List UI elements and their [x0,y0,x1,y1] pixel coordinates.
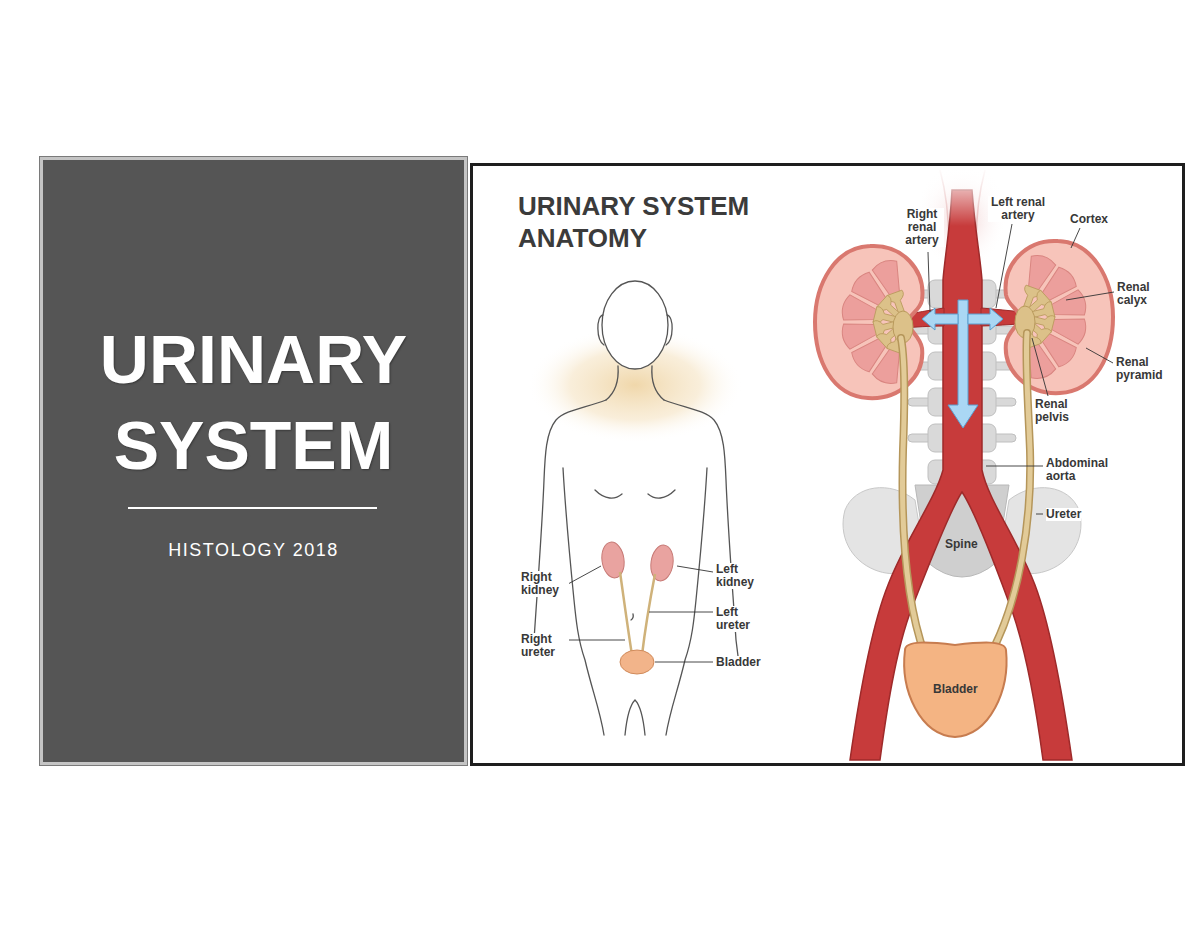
body-figure [625,700,645,735]
anatomy-figure [815,160,1114,760]
part-label: Left renal artery [988,196,1048,222]
leader-line [986,466,1043,467]
ureter [901,338,925,655]
title-panel: URINARY SYSTEM HISTOLOGY 2018 [40,157,467,765]
leader-line [567,566,713,662]
leader-line [655,662,713,663]
part-label: Right kidney [521,571,569,597]
part-label: Ureter [1046,508,1081,521]
body-figure [620,572,632,655]
part-label: Spine [945,538,978,551]
part-label: Renal pyramid [1116,356,1166,382]
ureter [990,333,1030,655]
body-figure [598,315,604,345]
part-label: Bladder [716,656,761,669]
part-label: Bladder [933,683,978,696]
divider-rule [128,507,377,509]
figure-title: URINARY SYSTEM ANATOMY [518,190,768,254]
leader-line [996,224,1012,308]
flow-arrow [922,308,958,330]
body-figure [620,650,654,674]
body-figure [595,490,622,498]
body-figure [666,315,672,345]
part-label: Abdominal aorta [1046,457,1112,483]
leader-line [567,640,625,641]
leader-line [928,252,930,312]
body-figure [648,490,675,498]
body-figure [563,468,604,735]
body-figure [666,468,707,735]
panel-ground [40,157,467,765]
part-label: Left kidney [716,563,764,589]
leader-line [1032,338,1048,396]
body-figure [602,281,668,369]
body-figure [532,315,738,735]
ureter [901,338,925,655]
part-label: Left ureter [716,606,764,632]
panel-ground [470,163,1185,766]
flow-arrow [968,308,1003,330]
body-figure [649,544,676,583]
leader-line [568,566,601,584]
leader-line [1086,348,1113,363]
part-label: Right ureter [521,633,569,659]
leader-line [1036,514,1043,515]
slide-subtitle: HISTOLOGY 2018 [43,539,464,561]
part-label: Renal pelvis [1035,398,1079,424]
body-figure [602,281,668,369]
body-figure [532,400,606,656]
ureter [901,333,1030,655]
body-figure [642,574,655,655]
bladder [904,643,1006,737]
part-label: Cortex [1070,213,1108,226]
leader-line [649,612,713,613]
body-figure [606,366,618,400]
slide-title: URINARY SYSTEM [43,316,464,488]
part-label: Right renal artery [900,208,944,247]
leader-line [677,566,713,572]
leader-line [1071,228,1080,248]
kidney [1006,241,1113,393]
body-figure [600,541,627,580]
ureter [990,333,1030,655]
leader-line [1066,292,1114,300]
body-figure [527,281,743,735]
leader-line [928,224,1114,514]
part-label: Renal calyx [1117,281,1165,307]
body-figure [631,614,633,620]
body-figure [652,366,664,400]
